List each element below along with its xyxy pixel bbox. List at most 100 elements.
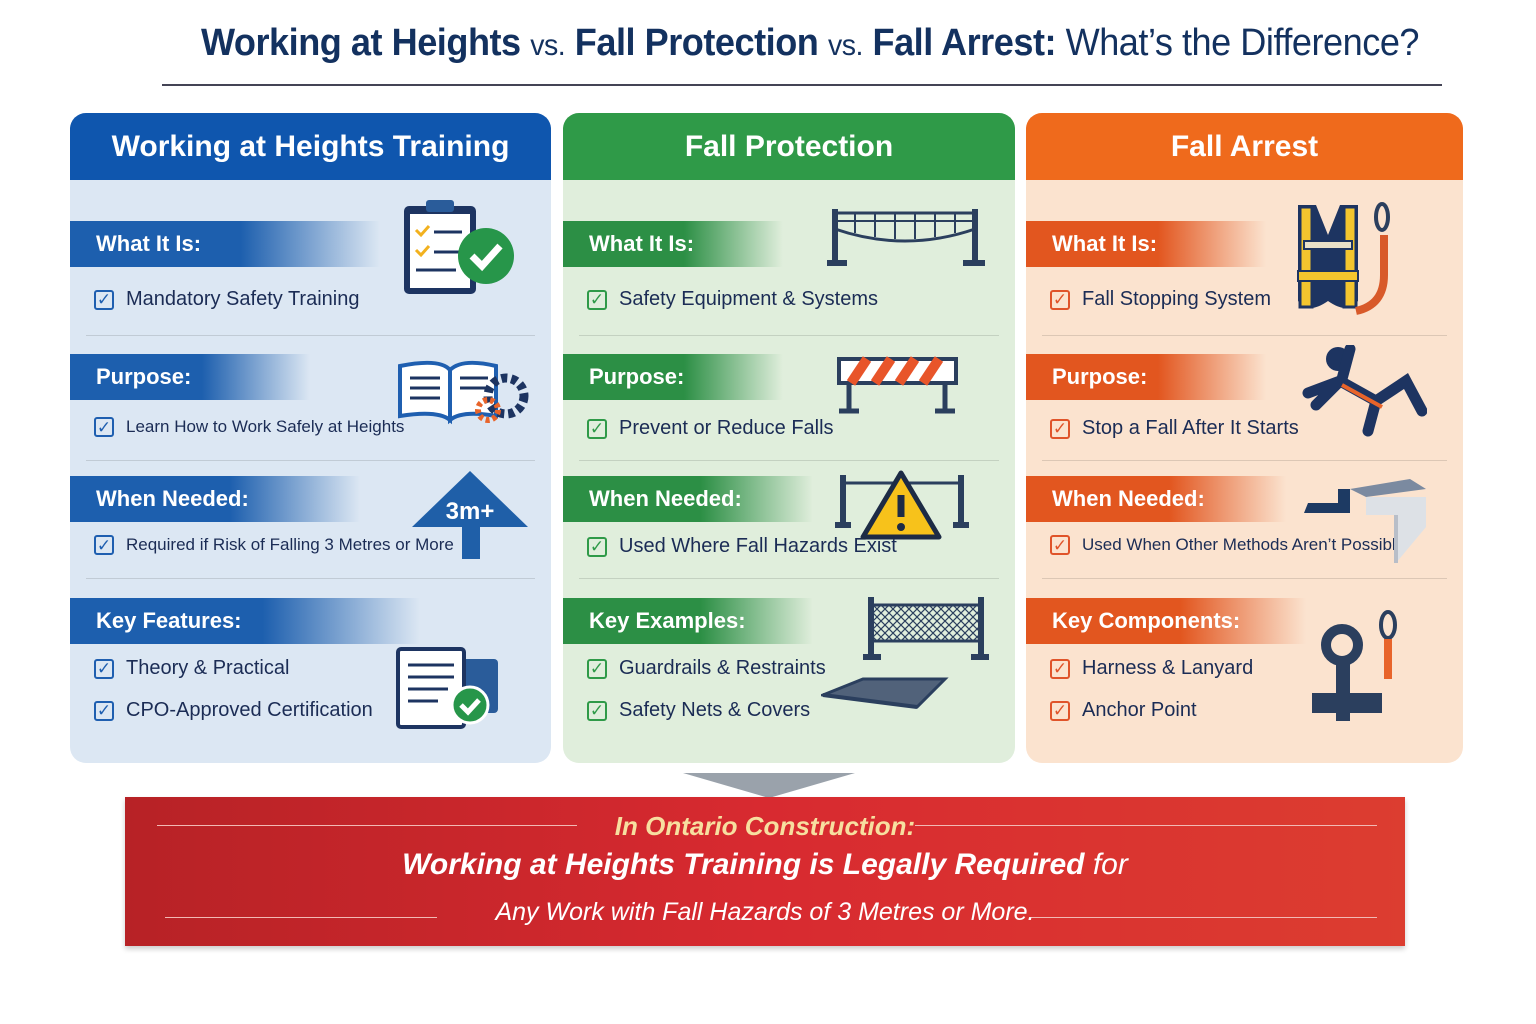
section-label: Key Components: [1026, 598, 1306, 644]
section-label: Key Examples: [563, 598, 813, 644]
section-label: Purpose: [70, 354, 310, 400]
item-text: Used When Other Methods Aren’t Possible [1082, 535, 1406, 554]
column-header: Working at Heights Training [70, 113, 551, 180]
checkbox-icon: ✓ [94, 289, 114, 310]
item-text: Learn How to Work Safely at Heights [126, 417, 405, 436]
section-label: Purpose: [1026, 354, 1266, 400]
item-text: Anchor Point [1082, 699, 1197, 721]
list-item: ✓ Guardrails & Restraints [587, 657, 826, 680]
item-text: Stop a Fall After It Starts [1082, 417, 1299, 439]
barrier-icon [835, 353, 960, 420]
section-divider [1042, 460, 1447, 461]
falling-person-icon [1302, 343, 1428, 445]
banner-rule [165, 917, 437, 918]
anchor-icon [1308, 609, 1408, 734]
ontario-requirement-banner: In Ontario Construction: Working at Heig… [125, 797, 1405, 946]
banner-detail: Any Work with Fall Hazards of 3 Metres o… [495, 898, 1035, 926]
list-item: ✓ Used Where Fall Hazards Exist [587, 535, 897, 558]
checkbox-icon: ✓ [1050, 535, 1070, 555]
section-label: When Needed: [1026, 476, 1286, 522]
checkbox-icon: ✓ [587, 658, 607, 679]
banner-rule [157, 825, 577, 826]
section-label: What It Is: [70, 221, 380, 267]
checkbox-icon: ✓ [587, 289, 607, 310]
height-arrow-icon: 3m+ [410, 469, 530, 569]
title-vs: vs. [827, 29, 863, 62]
title-part-1: Working at Heights [200, 22, 521, 64]
banner-rule [915, 825, 1377, 826]
section-divider [579, 578, 999, 579]
column-header: Fall Protection [563, 113, 1015, 180]
checkbox-icon: ✓ [1050, 289, 1070, 310]
section-divider [1042, 578, 1447, 579]
height-label: 3m+ [446, 498, 495, 525]
list-item: ✓ Fall Stopping System [1050, 288, 1271, 311]
banner-heading: In Ontario Construction: [614, 811, 916, 841]
clipboard-check-icon [400, 198, 520, 303]
item-text: CPO-Approved Certification [126, 699, 373, 721]
section-label: What It Is: [1026, 221, 1266, 267]
item-text: Used Where Fall Hazards Exist [619, 535, 897, 557]
item-text: Theory & Practical [126, 657, 290, 679]
item-text: Fall Stopping System [1082, 288, 1271, 310]
item-text: Mandatory Safety Training [126, 288, 360, 310]
book-gear-icon [396, 358, 531, 433]
list-item: ✓ Theory & Practical [94, 657, 289, 680]
section-label: When Needed: [70, 476, 360, 522]
list-item: ✓ Safety Nets & Covers [587, 699, 810, 722]
section-divider [86, 460, 535, 461]
item-text: Harness & Lanyard [1082, 657, 1254, 679]
safety-net-icon [825, 203, 987, 278]
item-text: Required if Risk of Falling 3 Metres or … [126, 535, 454, 554]
net-cover-icon [817, 593, 991, 728]
checkbox-icon: ✓ [94, 700, 114, 721]
item-text: Safety Nets & Covers [619, 699, 811, 721]
harness-icon [1286, 201, 1401, 326]
down-arrow-icon [683, 773, 855, 798]
list-item: ✓ CPO-Approved Certification [94, 699, 373, 722]
list-item: ✓ Mandatory Safety Training [94, 288, 359, 311]
list-item: ✓ Harness & Lanyard [1050, 657, 1253, 680]
title-vs: vs. [530, 29, 566, 62]
section-divider [86, 578, 535, 579]
list-item: ✓ Safety Equipment & Systems [587, 288, 878, 311]
banner-rule [1029, 917, 1377, 918]
item-text: Prevent or Reduce Falls [619, 417, 834, 439]
title-rest: What’s the Difference? [1065, 22, 1420, 64]
checkbox-icon: ✓ [587, 536, 607, 557]
section-divider [579, 460, 999, 461]
section-divider [579, 335, 999, 336]
section-label: Purpose: [563, 354, 783, 400]
title-divider [162, 84, 1442, 86]
column-header: Fall Arrest [1026, 113, 1463, 180]
ledge-icon [1302, 475, 1427, 570]
list-item: ✓ Learn How to Work Safely at Heights [94, 417, 404, 437]
banner-statement-bold: Working at Heights Training is Legally R… [402, 848, 1085, 881]
section-label: Key Features: [70, 598, 420, 644]
checkbox-icon: ✓ [587, 700, 607, 721]
section-label: What It Is: [563, 221, 783, 267]
checkbox-icon: ✓ [1050, 418, 1070, 439]
section-label: When Needed: [563, 476, 813, 522]
warning-icon [833, 469, 973, 549]
checkbox-icon: ✓ [1050, 658, 1070, 679]
list-item: ✓ Stop a Fall After It Starts [1050, 417, 1299, 440]
page-title: Working at Heights vs. Fall Protection v… [41, 22, 1536, 65]
list-item: ✓Required if Risk of Falling 3 Metres or… [94, 535, 454, 555]
checkbox-icon: ✓ [587, 418, 607, 439]
banner-statement: Working at Heights Training is Legally R… [125, 848, 1405, 882]
list-item: ✓ Used When Other Methods Aren’t Possible [1050, 535, 1405, 555]
section-divider [1042, 335, 1447, 336]
item-text: Guardrails & Restraints [619, 657, 826, 679]
title-part-3: Fall Arrest: [872, 22, 1057, 64]
item-text: Safety Equipment & Systems [619, 288, 879, 310]
checkbox-icon: ✓ [94, 417, 114, 437]
banner-statement-rest: for [1092, 848, 1128, 881]
checkbox-icon: ✓ [94, 658, 114, 679]
list-item: ✓ Prevent or Reduce Falls [587, 417, 834, 440]
list-item: ✓ Anchor Point [1050, 699, 1197, 722]
checkbox-icon: ✓ [1050, 700, 1070, 721]
